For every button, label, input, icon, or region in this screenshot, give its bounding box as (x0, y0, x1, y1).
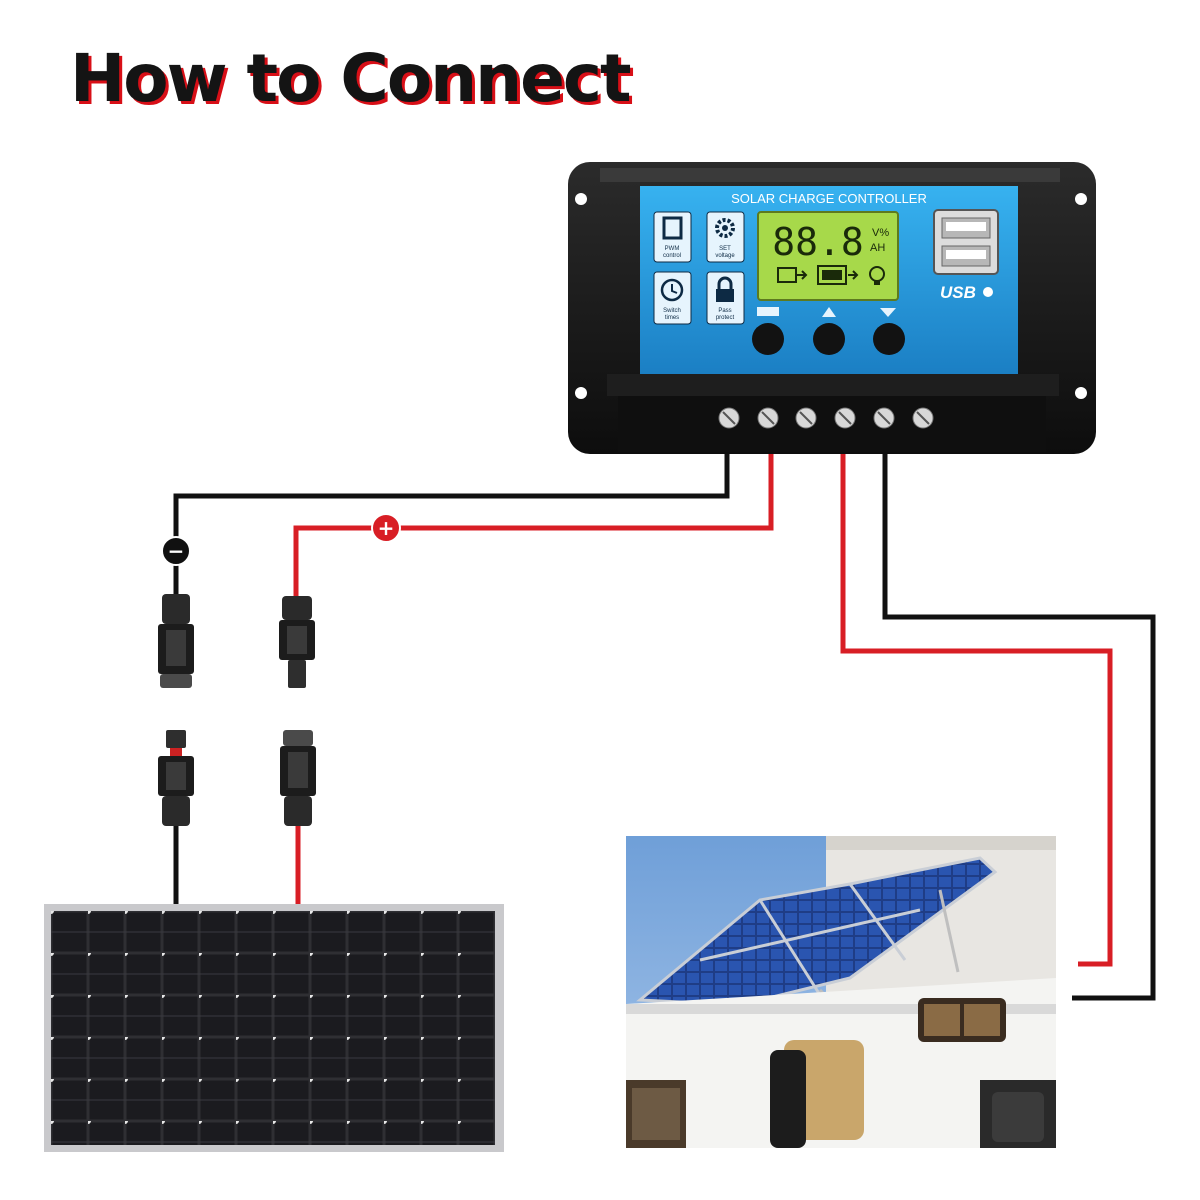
terminal-screw (834, 407, 856, 429)
solar-panel-cells (51, 911, 495, 1145)
mount-hole-icon (1075, 387, 1087, 399)
switch-times-icon: Switch times (653, 271, 692, 325)
terminal-screw (912, 407, 934, 429)
svg-text:times: times (665, 315, 679, 321)
svg-text:protect: protect (716, 315, 735, 321)
mc4-connector-negative-male (158, 730, 194, 826)
mc4-connector-positive-male (279, 596, 315, 688)
mc4-connector-positive-female (280, 730, 316, 826)
positive-symbol: + (378, 516, 395, 540)
panel-negative-wire (173, 454, 730, 595)
mount-hole-icon (575, 387, 587, 399)
lcd-display: 88.8 V% AH (757, 211, 899, 301)
svg-text:voltage: voltage (715, 253, 735, 259)
lcd-battery-icon (817, 265, 859, 285)
terminal-screw (718, 407, 740, 429)
terminal-screw (873, 407, 895, 429)
lcd-unit-top: V% (872, 227, 889, 239)
lcd-bulb-icon (869, 266, 885, 285)
solar-panel (44, 904, 504, 1152)
page-title: How to Connect (70, 40, 632, 117)
lcd-solar-icon (777, 267, 808, 283)
mount-hole-icon (1075, 193, 1087, 205)
lcd-digits: 88.8 (772, 220, 864, 264)
up-arrow-icon (822, 307, 836, 317)
set-voltage-icon: SET voltage (706, 211, 745, 263)
pass-protect-icon: Pass protect (706, 271, 745, 325)
charge-controller: SOLAR CHARGE CONTROLLER PWM control SET … (568, 162, 1096, 454)
load-positive-wire (840, 454, 1113, 967)
panel-positive-wire (293, 454, 774, 600)
usb-label: USB (940, 283, 976, 302)
mount-hole-icon (575, 193, 587, 205)
lcd-unit-bottom: AH (870, 242, 885, 254)
svg-text:Switch: Switch (663, 308, 681, 314)
load-negative-wire (882, 454, 1156, 1001)
usb-ports: USB (933, 209, 999, 302)
positive-marker: + (371, 513, 401, 543)
terminal-screw (795, 407, 817, 429)
mc4-connector-negative-female (158, 594, 194, 688)
svg-text:Pass: Pass (718, 308, 731, 314)
negative-marker: − (161, 536, 191, 566)
terminal-screw (757, 407, 779, 429)
menu-icon (757, 307, 779, 316)
negative-symbol: − (168, 539, 185, 563)
down-arrow-icon (880, 308, 896, 317)
rv-roof-solar-photo (626, 836, 1056, 1148)
pwm-control-icon: PWM control (653, 211, 692, 263)
down-button[interactable] (873, 308, 905, 355)
svg-text:SET: SET (719, 246, 731, 252)
terminal-strip (718, 407, 934, 429)
up-button[interactable] (813, 307, 845, 355)
controller-label: SOLAR CHARGE CONTROLLER (731, 191, 927, 206)
svg-text:PWM: PWM (665, 246, 680, 252)
wiring (173, 454, 1156, 1001)
menu-button[interactable] (752, 307, 784, 355)
svg-text:control: control (663, 253, 681, 259)
